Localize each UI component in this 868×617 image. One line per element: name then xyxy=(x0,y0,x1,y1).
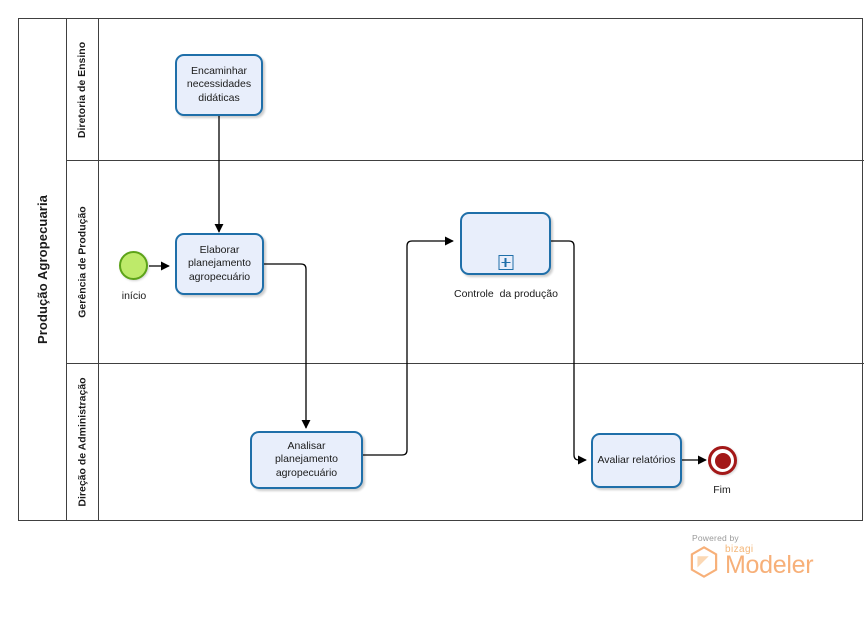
task-label: Analisar planejamento agropecuário xyxy=(274,439,339,479)
pool-title: Produção Agropecuaria xyxy=(35,195,50,344)
task-label: Avaliar relatórios xyxy=(597,453,676,466)
task-avaliar-relatorios[interactable]: Avaliar relatórios xyxy=(591,433,682,488)
lane-header-direcao-de-administracao[interactable]: Direção de Administração xyxy=(67,364,99,520)
end-event-inner-disc xyxy=(714,452,731,469)
bizagi-hexagon-icon xyxy=(689,545,719,578)
task-encaminhar-necessidades-didaticas[interactable]: Encaminhar necessidades didáticas xyxy=(175,54,263,116)
bizagi-wordmark: bizagi xyxy=(725,544,754,555)
bizagi-branding: Powered by bizagi Modeler xyxy=(689,533,839,578)
powered-by-text: Powered by xyxy=(692,533,739,543)
task-analisar-planejamento-agropecuario[interactable]: Analisar planejamento agropecuário xyxy=(250,431,363,489)
end-event-fim[interactable] xyxy=(708,446,737,475)
lane-label-gerencia-de-producao: Gerência de Produção xyxy=(76,206,89,318)
lane-label-diretoria-de-ensino: Diretoria de Ensino xyxy=(76,41,89,138)
task-label: Elaborar planejamento agropecuário xyxy=(187,243,252,283)
lane-diretoria-de-ensino[interactable]: Diretoria de Ensino xyxy=(67,19,864,160)
pool-header[interactable]: Produção Agropecuaria xyxy=(19,19,67,520)
lane-header-gerencia-de-producao[interactable]: Gerência de Produção xyxy=(67,161,99,363)
lane-direcao-de-administracao[interactable]: Direção de Administração xyxy=(67,363,864,520)
subprocess-label: Controle da produção xyxy=(454,288,558,300)
start-event-inicio[interactable] xyxy=(119,251,148,280)
lane-header-diretoria-de-ensino[interactable]: Diretoria de Ensino xyxy=(67,19,99,160)
subprocess-controle-da-producao[interactable] xyxy=(460,212,551,275)
lane-label-direcao-de-administracao: Direção de Administração xyxy=(76,377,89,507)
start-event-label: início xyxy=(121,290,147,302)
modeler-wordmark: Modeler xyxy=(725,551,814,579)
task-elaborar-planejamento-agropecuario[interactable]: Elaborar planejamento agropecuário xyxy=(175,233,264,295)
end-event-label: Fim xyxy=(713,484,731,496)
lane-gerencia-de-producao[interactable]: Gerência de Produção xyxy=(67,160,864,363)
task-label: Encaminhar necessidades didáticas xyxy=(186,64,252,104)
plus-marker-icon xyxy=(498,255,513,270)
